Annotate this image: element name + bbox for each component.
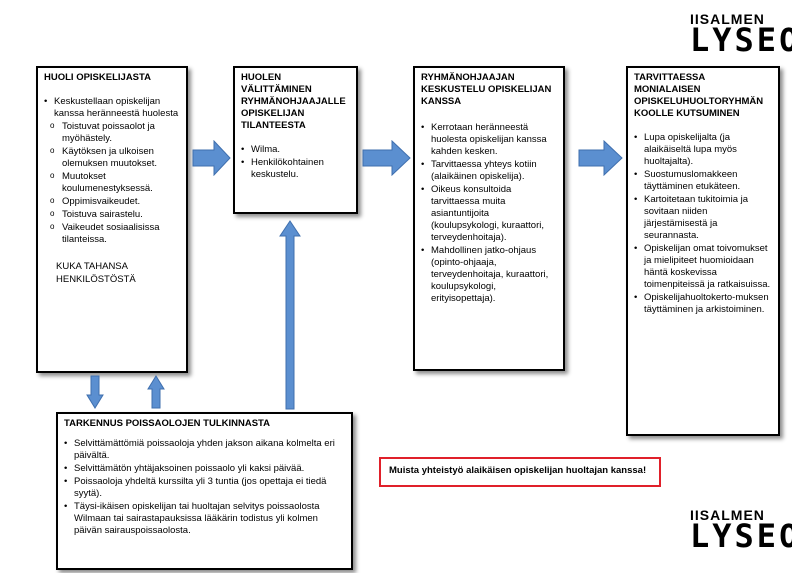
- list-subitem: Oppimisvaikeudet.: [44, 195, 180, 208]
- list-item: Täysi-ikäisen opiskelijan tai huoltajan …: [64, 501, 345, 537]
- list-item: Suostumuslomakkeen täyttäminen etukäteen…: [634, 169, 772, 193]
- list-subitem: Käytöksen ja ulkoisen olemuksen muutokse…: [44, 145, 180, 170]
- logo-line2: LYSEO: [690, 517, 792, 555]
- box-ryhmanohjaajan-keskustelu: RYHMÄNOHJAAJAN KESKUSTELU OPISKELIJAN KA…: [413, 66, 565, 371]
- logo-line2: LYSEO: [690, 21, 792, 59]
- arrow-right-3: [578, 140, 623, 176]
- box3-list: Kerrotaan heränneestä huolesta opiskelij…: [421, 122, 557, 305]
- list-item: Mahdollinen jatko-ohjaus (opinto-ohjaaja…: [421, 245, 557, 305]
- box-monialainen-opiskeluhuolto: TARVITTAESSA MONIALAISEN OPISKELUHUOLTOR…: [626, 66, 780, 436]
- box-huolen-valittaminen: HUOLEN VÄLITTÄMINEN RYHMÄNOHJAAJALLE OPI…: [233, 66, 358, 214]
- guardian-cooperation-note: Muista yhteistyö alaikäisen opiskelijan …: [379, 457, 661, 487]
- list-item: Opiskelijan omat toivomukset ja mielipit…: [634, 243, 772, 291]
- list-subitem: Toistuva sairastelu.: [44, 208, 180, 221]
- box2-list: Wilma. Henkilökohtainen keskustelu.: [241, 144, 350, 181]
- arrow-right-2: [362, 140, 411, 176]
- list-subitem: Muutokset koulumenestyksessä.: [44, 170, 180, 195]
- list-item: Keskustellaan opiskelijan kanssa heränne…: [44, 96, 180, 120]
- box1-footer: KUKA TAHANSA HENKILÖSTÖSTÄ: [56, 261, 136, 285]
- box5-list: Selvittämättömiä poissaoloja yhden jakso…: [64, 438, 345, 537]
- box4-title: TARVITTAESSA MONIALAISEN OPISKELUHUOLTOR…: [634, 72, 764, 119]
- box4-list: Lupa opiskelijalta (ja alaikäiseltä lupa…: [634, 132, 772, 316]
- arrow-up-long: [279, 220, 301, 410]
- logo-top: IISALMEN LYSEO: [690, 11, 792, 59]
- list-subitem: Toistuvat poissaolot ja myöhästely.: [44, 120, 180, 145]
- box3-title: RYHMÄNOHJAAJAN KESKUSTELU OPISKELIJAN KA…: [421, 72, 552, 107]
- list-item: Tarvittaessa yhteys kotiin (alaikäinen o…: [421, 159, 557, 183]
- logo-line1: IISALMEN: [690, 507, 765, 523]
- list-item: Oikeus konsultoida tarvittaessa muita as…: [421, 184, 557, 244]
- box-huoli-opiskelijasta: HUOLI OPISKELIJASTA Keskustellaan opiske…: [36, 66, 188, 373]
- list-item: Henkilökohtainen keskustelu.: [241, 157, 350, 181]
- box5-title: TARKENNUS POISSAOLOJEN TULKINNASTA: [64, 418, 271, 429]
- list-item: Opiskelijahuoltokerto-muksen täyttäminen…: [634, 292, 772, 316]
- list-subitem: Vaikeudet sosiaalisissa tilanteissa.: [44, 221, 180, 246]
- arrow-right-1: [192, 140, 231, 176]
- list-item: Wilma.: [241, 144, 350, 156]
- list-item: Lupa opiskelijalta (ja alaikäiseltä lupa…: [634, 132, 772, 168]
- arrow-up-short: [147, 375, 165, 409]
- box1-title: HUOLI OPISKELIJASTA: [44, 72, 151, 83]
- list-item: Selvittämätön yhtäjaksoinen poissaolo yl…: [64, 463, 345, 475]
- arrow-down-short: [86, 375, 104, 409]
- list-item: Poissaoloja yhdeltä kurssilta yli 3 tunt…: [64, 476, 345, 500]
- list-item: Selvittämättömiä poissaoloja yhden jakso…: [64, 438, 345, 462]
- list-item: Kerrotaan heränneestä huolesta opiskelij…: [421, 122, 557, 158]
- list-item: Kartoitetaan tukitoimia ja sovitaan niid…: [634, 194, 772, 242]
- box1-list: Keskustellaan opiskelijan kanssa heränne…: [44, 96, 180, 246]
- logo-line1: IISALMEN: [690, 11, 765, 27]
- box-poissaolojen-tulkinta: TARKENNUS POISSAOLOJEN TULKINNASTA Selvi…: [56, 412, 353, 570]
- box2-title: HUOLEN VÄLITTÄMINEN RYHMÄNOHJAAJALLE OPI…: [241, 72, 346, 131]
- logo-bottom: IISALMEN LYSEO: [690, 507, 792, 555]
